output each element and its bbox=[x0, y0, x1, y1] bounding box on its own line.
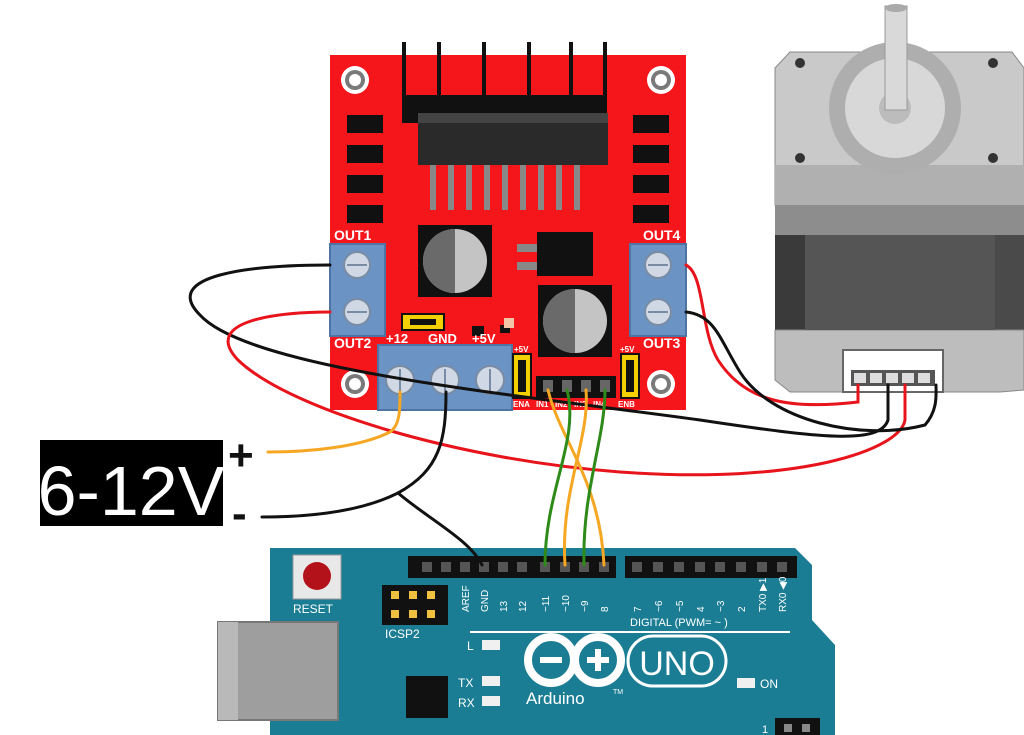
header-hole bbox=[498, 562, 508, 572]
digital-label: DIGITAL (PWM= ~ ) bbox=[630, 617, 728, 629]
minus-label: - bbox=[232, 489, 247, 538]
reset-label: RESET bbox=[293, 602, 334, 616]
out3-label: OUT3 bbox=[643, 335, 681, 351]
enb-jumper-label: +5V bbox=[620, 345, 635, 354]
on-label: ON bbox=[760, 677, 778, 691]
control-pin-label-enb: ENB bbox=[618, 400, 635, 409]
control-pin-label-in2: IN2 bbox=[555, 400, 568, 409]
wire-out4-red bbox=[684, 263, 860, 407]
stepper-motor bbox=[774, 4, 1024, 393]
header-pin-label: ~6 bbox=[654, 600, 665, 612]
header-pin-label: ~10 bbox=[561, 595, 572, 612]
header-pin-label: TX0 ▶1 bbox=[758, 577, 769, 612]
icsp-label: ICSP2 bbox=[385, 627, 420, 641]
header-hole bbox=[599, 562, 609, 572]
header-hole bbox=[579, 562, 589, 572]
out2-label: OUT2 bbox=[334, 335, 372, 351]
power-supply-block bbox=[40, 440, 223, 526]
header-pin-label: 12 bbox=[518, 600, 529, 612]
out1-label: OUT1 bbox=[334, 227, 372, 243]
header-pin-label: GND bbox=[480, 590, 491, 612]
header-hole bbox=[757, 562, 767, 572]
header-hole bbox=[653, 562, 663, 572]
out4-label: OUT4 bbox=[643, 227, 681, 243]
led-l-label: L bbox=[467, 639, 474, 653]
wire-in2-green bbox=[543, 388, 572, 567]
arduino-uno-board bbox=[217, 548, 835, 735]
wire-out3-black bbox=[684, 310, 938, 433]
header-hole bbox=[632, 562, 642, 572]
header-hole bbox=[422, 562, 432, 572]
header-hole bbox=[441, 562, 451, 572]
header-pin-label: 4 bbox=[696, 606, 707, 612]
header-hole bbox=[736, 562, 746, 572]
wire-in4-green bbox=[582, 388, 607, 567]
plus-label: + bbox=[228, 431, 254, 480]
trademark-label: TM bbox=[613, 689, 623, 696]
wire-in1-orange bbox=[546, 388, 606, 567]
header-pin-label: 7 bbox=[633, 606, 644, 612]
header-pin-label: 13 bbox=[499, 600, 510, 612]
control-pin-label-ena: ENA bbox=[513, 400, 530, 409]
ena-jumper-label: +5V bbox=[514, 345, 529, 354]
wire-out1-black bbox=[188, 263, 890, 438]
header-hole bbox=[460, 562, 470, 572]
led-tx-label: TX bbox=[458, 676, 473, 690]
wires bbox=[188, 263, 938, 567]
v12-label: +12 bbox=[386, 331, 408, 346]
wire-arduino-gnd bbox=[396, 491, 484, 567]
control-pin-label-in4: IN4 bbox=[593, 400, 606, 409]
control-pin-label-in1: IN1 bbox=[536, 400, 549, 409]
header-hole bbox=[695, 562, 705, 572]
voltage-label: 6-12V bbox=[38, 452, 225, 530]
gnd-label: GND bbox=[428, 331, 457, 346]
arduino-header-labels: AREF GND 13 12 ~11 ~10 ~9 8 7 ~6 ~5 4 ~3 2 TX0 ▶1 RX0 ◀… bbox=[461, 576, 789, 612]
v5-label: +5V bbox=[472, 331, 496, 346]
header-pin-label: ~11 bbox=[541, 595, 552, 612]
header-hole bbox=[777, 562, 787, 572]
header-hole bbox=[674, 562, 684, 572]
header-pin-label: ~5 bbox=[675, 600, 686, 612]
pin1-label: 1 bbox=[762, 724, 768, 735]
header-pin-label: ~3 bbox=[716, 600, 727, 612]
wire-power-positive bbox=[266, 390, 402, 454]
header-pin-label: 2 bbox=[737, 606, 748, 612]
header-pin-label: RX0 ◀0 bbox=[778, 576, 789, 612]
header-hole bbox=[715, 562, 725, 572]
uno-label: UNO bbox=[639, 645, 715, 683]
header-pin-label: ~9 bbox=[580, 600, 591, 612]
header-pin-label: 8 bbox=[600, 606, 611, 612]
wire-in3-orange bbox=[562, 388, 588, 567]
header-hole bbox=[560, 562, 570, 572]
led-rx-label: RX bbox=[458, 696, 475, 710]
arduino-brand-label: Arduino bbox=[526, 689, 585, 708]
header-hole bbox=[479, 562, 489, 572]
header-hole bbox=[540, 562, 550, 572]
header-hole bbox=[517, 562, 527, 572]
l298n-driver-board bbox=[329, 42, 687, 411]
header-pin-label: AREF bbox=[461, 585, 472, 612]
